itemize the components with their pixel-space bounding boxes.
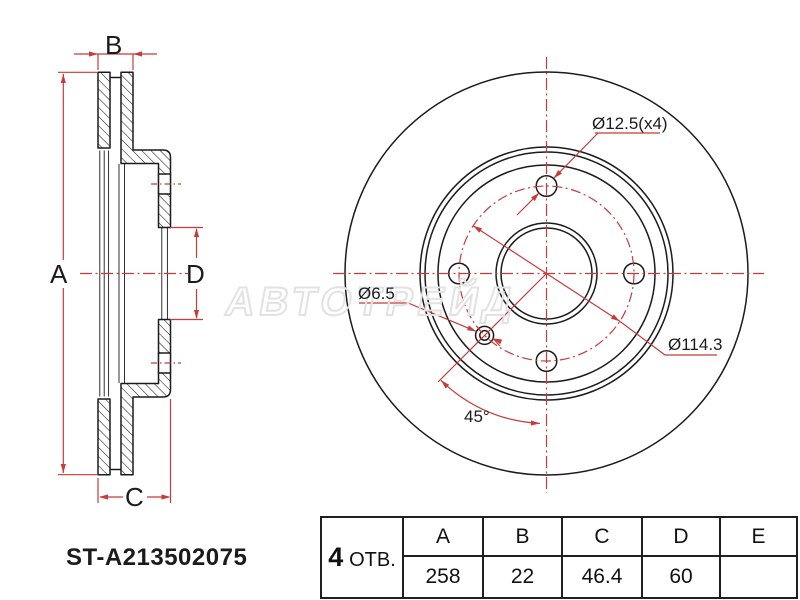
dim-a-lines: [58, 71, 97, 476]
table-header-a: A: [402, 516, 484, 557]
pilot-hole: [474, 325, 495, 346]
dim-d-lines: [170, 226, 203, 321]
spec-table: 4 ОТВ. A B C D E 258 22 46.4 60: [320, 516, 798, 599]
bolt-hole-arrow-upper: [553, 170, 562, 179]
pilot-hole-chamfer: [474, 325, 495, 346]
dim-d-arrow-top: [193, 228, 200, 237]
dim-c-arrow-right: [161, 494, 171, 500]
pilot-hole-leader: [359, 302, 501, 347]
table-value-e: [719, 555, 798, 599]
bolt-holes-diameter-label: Ø12.5(x4): [592, 114, 668, 133]
pilot-hole-arrow-lower: [492, 338, 503, 345]
table-header-c: C: [561, 516, 643, 557]
pilot-hole-position-line: [437, 273, 547, 383]
table-header-b: B: [482, 516, 563, 557]
dim-c-arrow-left: [99, 494, 108, 500]
table-value-a: 258: [402, 555, 484, 599]
inboard-plate-hat-bottom: [120, 318, 172, 476]
pilot-hole-arrow-upper: [467, 325, 477, 332]
dim-label-c: C: [125, 482, 144, 512]
table-header-e: E: [719, 516, 798, 557]
dim-b-arrow-right: [133, 51, 142, 57]
dim-c-lines: [97, 399, 172, 503]
front-annotations: [333, 57, 764, 493]
bcd-arrow-lower: [610, 314, 620, 322]
angle-arc-arrow-right: [530, 420, 540, 426]
outboard-plate-bottom: [97, 398, 111, 476]
pilot-hole-diameter-label: Ø6.5: [358, 284, 395, 303]
table-header-d: D: [641, 516, 721, 557]
inboard-plate-hat-top: [120, 71, 172, 229]
dim-b-lines: [74, 53, 157, 70]
bolt-hole-arrow-lower: [531, 192, 540, 202]
bolt-circle: [458, 185, 635, 362]
holes-word: ОТВ.: [349, 549, 396, 571]
dim-a-arrow-bottom: [60, 464, 66, 473]
bcd-arrow-upper: [473, 225, 483, 233]
outboard-plate-top: [97, 71, 111, 149]
part-number: ST-A213502075: [66, 544, 248, 571]
bolt-circle-dim-line: [472, 225, 717, 356]
angle-label: 45°: [464, 407, 490, 426]
angle-arc-arrow-left: [441, 380, 450, 389]
dim-a-arrow-top: [60, 74, 66, 83]
holes-count-cell: 4 ОТВ.: [320, 516, 404, 599]
pilot-hole-bore: [479, 329, 491, 341]
table-value-d: 60: [641, 555, 721, 599]
vent-slot-edges: [110, 76, 121, 471]
section-bolt-centerlines: [151, 183, 181, 364]
dim-label-d: D: [186, 259, 205, 289]
angle-arc: [440, 379, 540, 424]
holes-count: 4: [328, 542, 344, 572]
section-dimensions: [58, 51, 203, 503]
dim-d-arrow-bottom: [193, 310, 200, 319]
bolt-hole-bottom: [535, 349, 558, 373]
table-value-b: 22: [482, 555, 563, 599]
bolt-circle-diameter-label: Ø114.3: [668, 335, 723, 354]
bolt-hole-top: [535, 174, 558, 198]
table-value-c: 46.4: [561, 555, 643, 599]
dim-b-arrow-left: [89, 51, 98, 57]
dim-label-a: A: [50, 259, 68, 289]
dim-label-b: B: [105, 30, 123, 60]
